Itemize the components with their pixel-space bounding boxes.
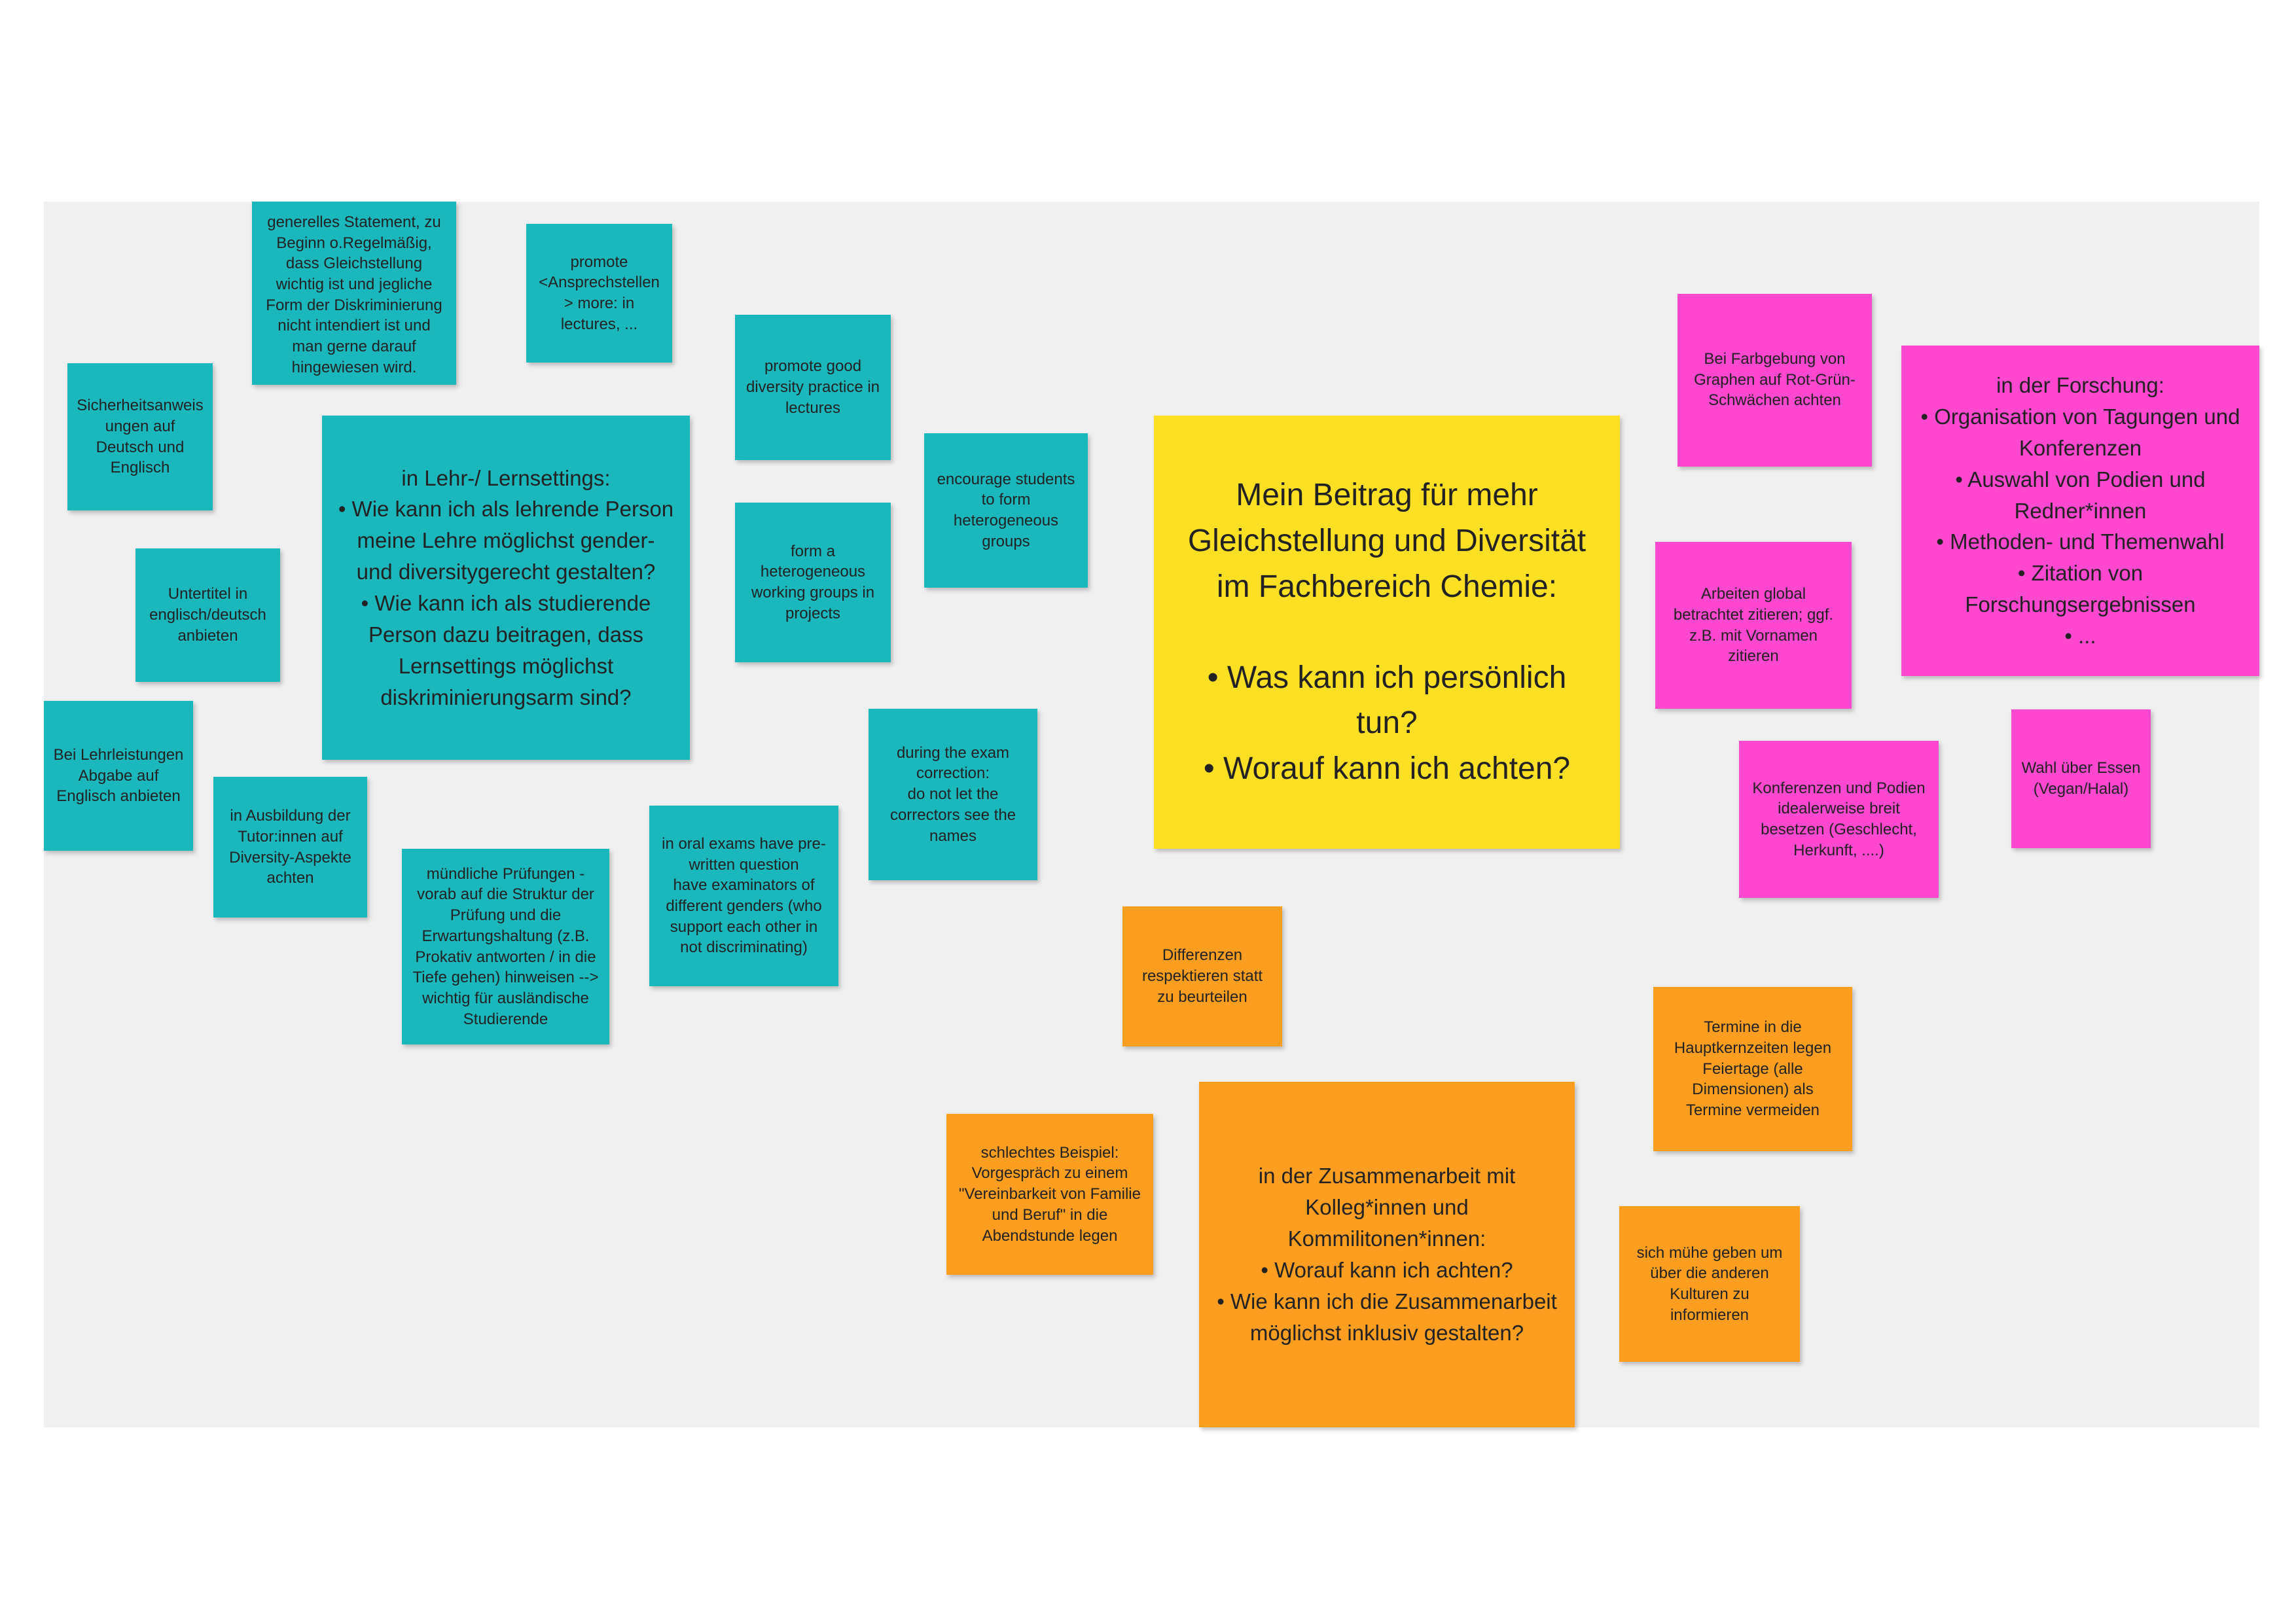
sticky-note-promote-contact-points[interactable]: promote <Ansprechstellen > more: in lect… — [526, 224, 672, 363]
sticky-note-other-cultures[interactable]: sich mühe geben um über die anderen Kult… — [1619, 1206, 1800, 1362]
sticky-note-encourage-heterogeneous-groups[interactable]: encourage students to form heterogeneous… — [924, 433, 1088, 588]
sticky-note-graph-colors[interactable]: Bei Farbgebung von Graphen auf Rot-Grün-… — [1677, 294, 1872, 467]
sticky-note-conference-panels[interactable]: Konferenzen und Podien idealerweise brei… — [1739, 741, 1939, 898]
sticky-note-promote-diversity-practice[interactable]: promote good diversity practice in lectu… — [735, 315, 891, 460]
sticky-note-subtitles[interactable]: Untertitel in englisch/deutsch anbieten — [135, 548, 280, 682]
sticky-note-oral-exams-english[interactable]: in oral exams have pre- written question… — [649, 806, 838, 986]
sticky-note-teaching-settings[interactable]: in Lehr-/ Lernsettings: • Wie kann ich a… — [322, 416, 690, 760]
sticky-note-food-choice[interactable]: Wahl über Essen (Vegan/Halal) — [2011, 709, 2151, 848]
sticky-note-safety-instructions[interactable]: Sicherheitsanweis ungen auf Deutsch und … — [67, 363, 213, 510]
sticky-note-respect-differences[interactable]: Differenzen respektieren statt zu beurte… — [1122, 906, 1282, 1046]
sticky-note-heterogeneous-working-groups[interactable]: form a heterogeneous working groups in p… — [735, 503, 891, 662]
sticky-note-general-statement[interactable]: generelles Statement, zu Beginn o.Regelm… — [252, 202, 456, 385]
sticky-note-global-citation[interactable]: Arbeiten global betrachtet zitieren; ggf… — [1655, 542, 1852, 709]
sticky-note-tutor-training[interactable]: in Ausbildung der Tutor:innen auf Divers… — [213, 777, 367, 918]
sticky-note-collaboration[interactable]: in der Zusammenarbeit mit Kolleg*innen u… — [1199, 1082, 1575, 1427]
sticky-note-english-submissions[interactable]: Bei Lehrleistungen Abgabe auf Englisch a… — [44, 701, 193, 851]
sticky-note-oral-exams-structure[interactable]: mündliche Prüfungen - vorab auf die Stru… — [402, 849, 609, 1044]
sticky-note-research[interactable]: in der Forschung: • Organisation von Tag… — [1901, 346, 2259, 676]
sticky-note-exam-correction[interactable]: during the exam correction: do not let t… — [869, 709, 1037, 880]
sticky-note-scheduling[interactable]: Termine in die Hauptkernzeiten legen Fei… — [1653, 987, 1852, 1151]
central-topic-note[interactable]: Mein Beitrag für mehr Gleichstellung und… — [1154, 416, 1620, 849]
sticky-note-bad-example[interactable]: schlechtes Beispiel: Vorgespräch zu eine… — [946, 1114, 1153, 1275]
